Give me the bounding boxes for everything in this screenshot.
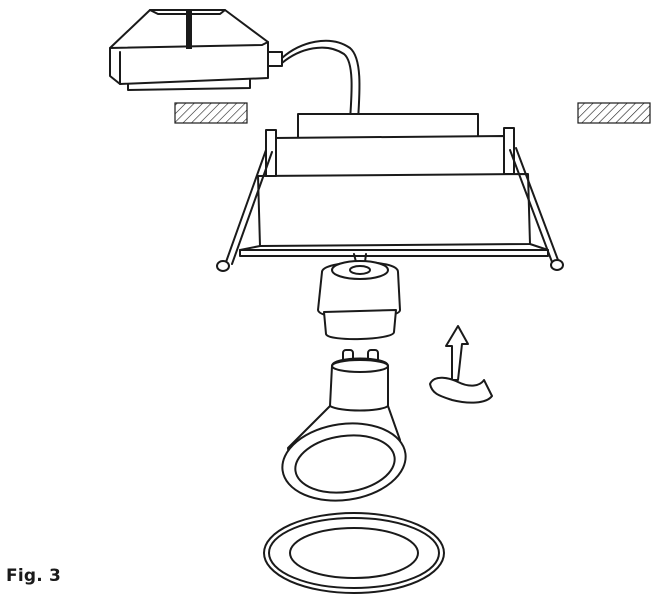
cover-ring [263,512,445,594]
gu10-lamp [281,349,407,502]
figure-caption: Fig. 3 [6,566,62,586]
ceiling-section-right [577,102,651,124]
supply-cable-inner [281,46,353,121]
twist-arrow [429,325,493,404]
mounting-frame [239,113,549,257]
ceiling-section-left [174,102,248,124]
spring-clip-right [503,127,564,271]
supply-cable [281,39,361,121]
spring-clip-left [216,129,277,272]
lamp-socket [317,253,401,341]
transformer-box [109,9,283,91]
